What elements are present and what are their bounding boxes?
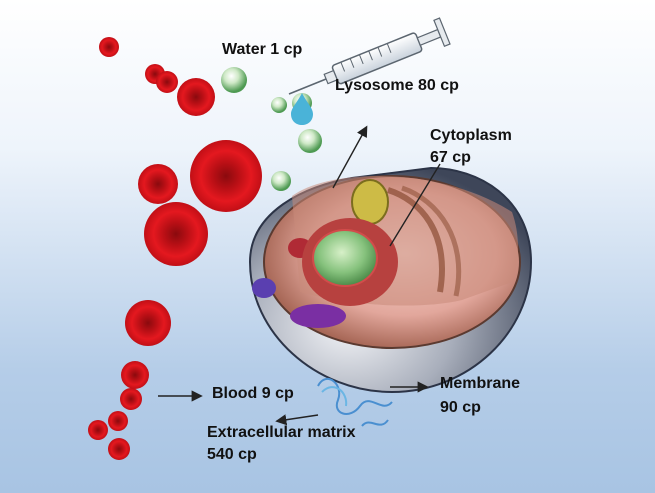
cytoplasm-label: Cytoplasm — [430, 127, 512, 144]
red-blood-cells — [88, 37, 262, 460]
extracellular-matrix-label: Extracellular matrix — [207, 424, 356, 441]
annotation-arrows — [158, 125, 441, 426]
cytoplasm-viscosity-value: 67 cp — [430, 149, 471, 166]
lysosome-viscosity-label: Lysosome 80 cp — [335, 77, 459, 94]
blood-viscosity-label: Blood 9 cp — [212, 385, 294, 402]
membrane-label: Membrane — [440, 375, 521, 392]
syringe-icon — [288, 17, 451, 95]
extracellular-matrix-viscosity-value: 540 cp — [207, 446, 257, 463]
cell-body — [248, 166, 533, 427]
water-viscosity-label: Water 1 cp — [222, 41, 303, 58]
membrane-viscosity-value: 90 cp — [440, 399, 481, 416]
water-drop — [291, 93, 313, 125]
